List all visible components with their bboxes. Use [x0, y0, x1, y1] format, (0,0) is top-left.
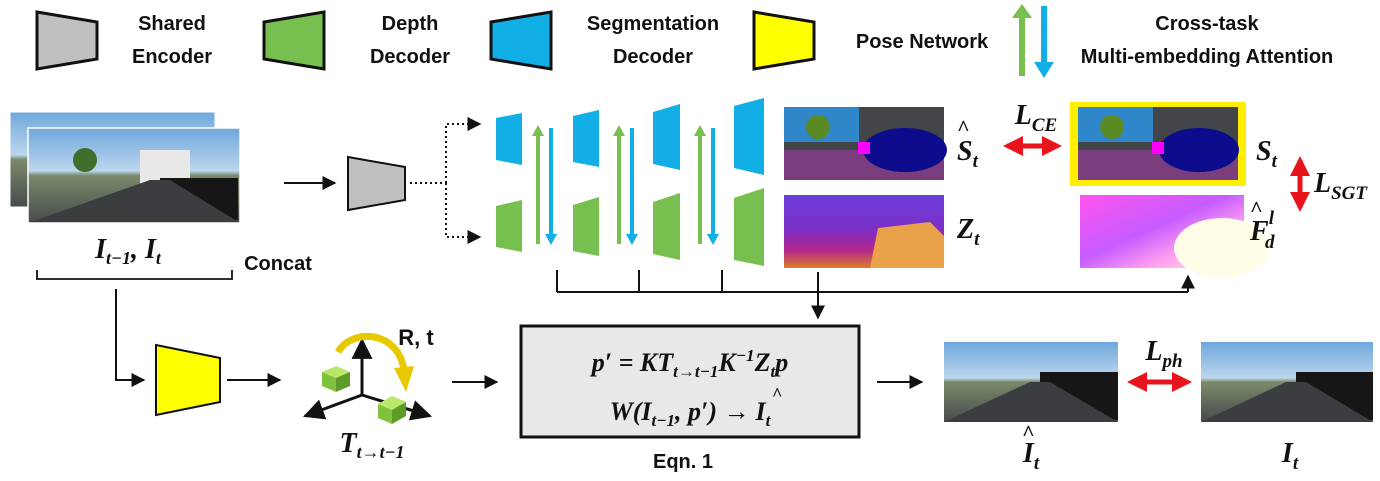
warped-image-hat: ^ — [1022, 420, 1035, 445]
loss-sgt-label: LSGT — [1313, 168, 1368, 204]
frame-cur-image — [27, 127, 241, 224]
cross-task-link-1 — [532, 125, 557, 245]
legend-seg-decoder-shape — [489, 10, 553, 71]
encoder-to-seg-branch — [445, 117, 482, 183]
transform-label: Tt→t−1 — [339, 428, 404, 462]
legend-depth-decoder-shape — [262, 10, 326, 71]
decoder-feature-collector — [556, 270, 1195, 320]
equation-hat: ^ — [772, 384, 782, 404]
legend-cross-task-label-2: Multi-embedding Attention — [1081, 46, 1334, 68]
depth-decoder — [496, 188, 764, 266]
legend-pose-network-label: Pose Network — [856, 31, 989, 53]
depth-block-3 — [653, 193, 680, 260]
concat-label: Concat — [244, 253, 312, 275]
warped-image-label: It — [1022, 438, 1040, 474]
target-image — [1201, 342, 1373, 422]
equation-box — [519, 324, 861, 439]
encoder-to-depth-branch — [445, 183, 482, 244]
feature-map — [1080, 195, 1270, 278]
legend-cross-task-icon — [1012, 4, 1054, 78]
feature-hat: ^ — [1250, 196, 1263, 221]
loss-ce-label: LCE — [1014, 100, 1057, 136]
pose-network — [155, 343, 221, 417]
warped-image — [944, 342, 1118, 422]
equation-line-1: p′ = KTt→t−1K−1Ztp — [590, 346, 788, 381]
depth-map — [784, 195, 944, 268]
legend-seg-decoder-label-1: Segmentation — [587, 13, 719, 35]
legend-shared-encoder-shape — [35, 10, 99, 71]
cube-after — [378, 396, 406, 424]
seg-block-3 — [653, 104, 680, 170]
legend-depth-decoder-label-1: Depth — [382, 13, 439, 35]
seg-block-4 — [734, 98, 764, 175]
cross-task-link-3 — [694, 125, 719, 245]
legend-depth-decoder-label-2: Decoder — [370, 46, 450, 68]
legend: Shared Encoder Depth Decoder Segmentatio… — [35, 4, 1334, 78]
cross-task-link-2 — [613, 125, 638, 245]
cross-task-attention-links — [532, 125, 719, 245]
legend-cross-task-label-1: Cross-task — [1155, 13, 1259, 35]
seg-pred-map — [784, 107, 947, 180]
equation-line-2: W(It−1, p′) →It — [610, 397, 772, 430]
rt-label: R, t — [398, 325, 434, 350]
concat-bracket — [36, 270, 233, 280]
transform-axes-icon — [303, 333, 433, 424]
loss-ph-label: Lph — [1144, 336, 1182, 372]
target-image-label: It — [1281, 438, 1299, 474]
seg-pred-hat: ^ — [957, 115, 970, 140]
arrow-input-to-pose — [115, 289, 146, 387]
depth-label: Zt — [956, 214, 980, 250]
legend-shared-encoder-label-2: Encoder — [132, 46, 212, 68]
seg-block-2 — [573, 110, 599, 167]
legend-seg-decoder-label-2: Decoder — [613, 46, 693, 68]
input-frames-label: It−1, It — [94, 234, 162, 268]
seg-target-map — [1070, 102, 1246, 186]
legend-shared-encoder-label-1: Shared — [138, 13, 206, 35]
seg-pred-label: St — [957, 136, 979, 172]
depth-block-1 — [496, 200, 522, 252]
shared-encoder — [347, 155, 406, 212]
equation-caption: Eqn. 1 — [653, 451, 713, 473]
seg-target-label: St — [1256, 136, 1278, 172]
seg-block-1 — [496, 113, 522, 165]
legend-pose-network-shape — [752, 10, 816, 71]
cube-before — [322, 366, 350, 392]
rotation-arrow — [334, 333, 408, 371]
depth-block-2 — [573, 197, 599, 256]
input-frames: It−1, It Concat — [9, 111, 312, 280]
segmentation-decoder — [496, 98, 764, 175]
depth-block-4 — [734, 188, 764, 266]
